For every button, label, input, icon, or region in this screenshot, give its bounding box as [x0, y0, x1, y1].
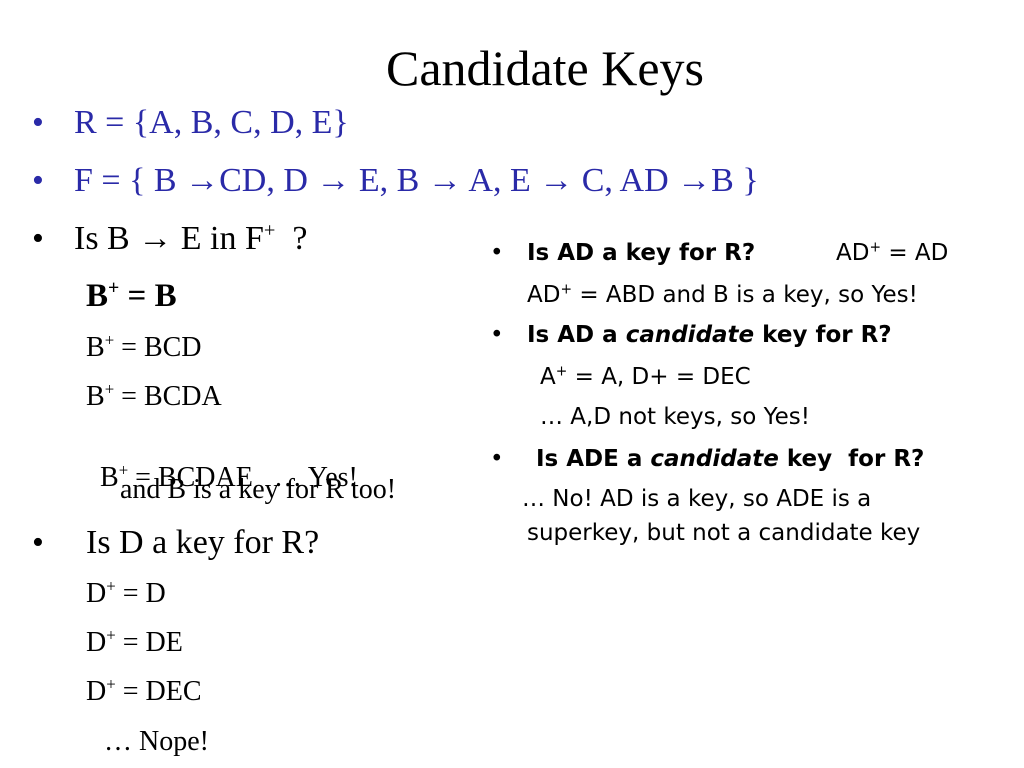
b-closure-step-0: B+ = B	[86, 277, 177, 314]
ad-not-keys: … A,D not keys, so Yes!	[540, 404, 810, 430]
ad-closure-full: AD+ = ABD and B is a key, so Yes!	[527, 281, 918, 308]
fd-line: F = { B →CD, D → E, B → A, E → C, AD →B …	[74, 162, 759, 199]
d-closure-step-0: D+ = D	[86, 576, 166, 609]
ade-answer-line2: superkey, but not a candidate key	[527, 520, 921, 546]
bullet-icon: •	[490, 446, 504, 472]
b-closure-step-2: B+ = BCDA	[86, 379, 222, 412]
question-ade-candidate: Is ADE a candidate key for R?	[536, 446, 925, 472]
d-closure-step-2: D+ = DEC	[86, 674, 202, 707]
bullet-icon: •	[32, 524, 44, 561]
question-b-to-e: Is B → E in F+ ?	[74, 219, 308, 257]
bullet-f: •	[32, 162, 44, 200]
bullet-r: •	[32, 104, 44, 142]
bullet-icon: •	[32, 162, 44, 199]
slide-title: Candidate Keys	[386, 40, 704, 96]
question-ad-key: Is AD a key for R?	[527, 240, 756, 266]
b-key-note: and B is a key for R too!	[120, 474, 397, 505]
bullet-r1: •	[490, 240, 504, 266]
bullet-r2: •	[490, 322, 504, 348]
d-closure-step-1: D+ = DE	[86, 625, 183, 658]
relation-line: R = {A, B, C, D, E}	[74, 104, 349, 141]
b-closure-step-3: B+ = BCDAE … Yes!	[100, 460, 358, 493]
bullet-r3: •	[490, 446, 504, 472]
bullet-icon: •	[490, 240, 504, 266]
bullet-icon: •	[490, 322, 504, 348]
ad-closure-short: AD+ = AD	[836, 239, 949, 266]
b-closure-step-1: B+ = BCD	[86, 330, 202, 363]
bullet-icon: •	[32, 104, 44, 141]
bullet-icon: •	[32, 220, 44, 257]
question-d-key: Is D a key for R?	[86, 524, 320, 561]
d-nope: … Nope!	[104, 726, 209, 757]
bullet-q2: •	[32, 524, 44, 562]
ade-answer-line1: … No! AD is a key, so ADE is a	[522, 486, 872, 512]
question-ad-candidate: Is AD a candidate key for R?	[527, 322, 892, 348]
bullet-q1: •	[32, 220, 44, 258]
a-d-closures: A+ = A, D+ = DEC	[540, 363, 751, 390]
